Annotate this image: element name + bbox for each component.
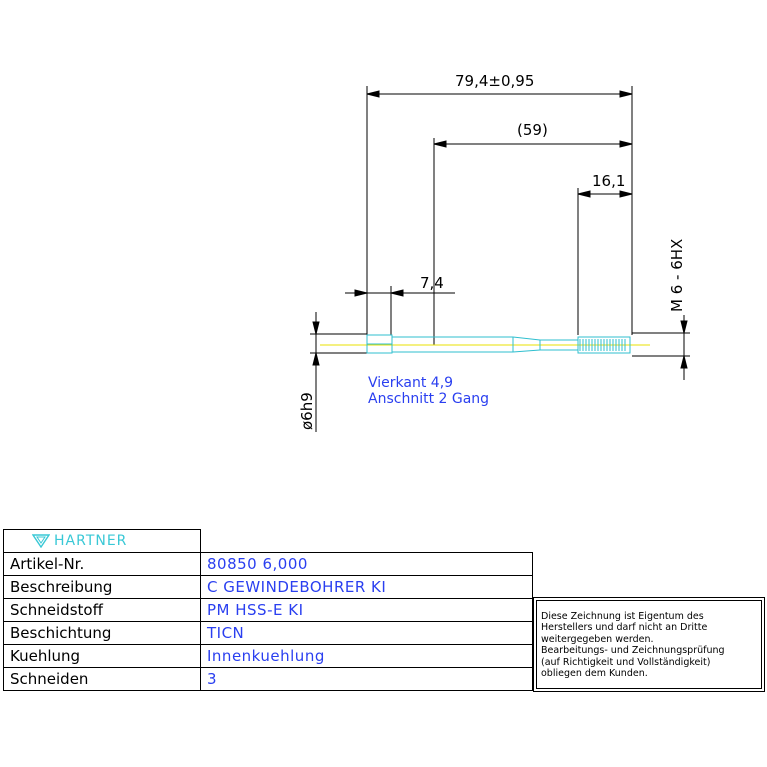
row-label: Beschichtung [3,621,201,645]
row-value: C GEWINDEBOHRER KI [200,575,533,599]
thread-spec-label: M 6 - 6HX [668,239,686,312]
dimension-square-label: 7,4 [420,274,444,292]
disclaimer-line: weitergegeben werden. [541,633,654,645]
row-value: PM HSS-E KI [200,598,533,622]
tap-body [320,334,650,354]
logo-row: HARTNER [3,529,533,553]
disclaimer-line: Diese Zeichnung ist Eigentum des [541,611,704,622]
brand-name: HARTNER [54,533,128,549]
row-value: TICN [200,621,533,645]
row-label: Schneiden [3,667,201,691]
table-row: Schneiden 3 [3,667,533,691]
table-row: Schneidstoff PM HSS-E KI [3,598,533,622]
row-value: 3 [200,667,533,691]
table-row: Beschichtung TICN [3,621,533,645]
row-label: Artikel-Nr. [3,552,201,576]
dimension-thread-length [577,188,633,335]
dimension-thread-label: 16,1 [592,172,625,190]
row-label: Kuehlung [3,644,201,668]
dimension-shank-length [433,138,633,345]
dimension-shank-diameter [310,312,367,432]
row-value: 80850 6,000 [200,552,533,576]
table-row: Beschreibung C GEWINDEBOHRER KI [3,575,533,599]
row-label: Beschreibung [3,575,201,599]
hartner-logo-icon [32,534,50,548]
thread-hatching [579,339,626,351]
dimension-shank-label: (59) [517,121,548,139]
disclaimer-line: Herstellers und darf nicht an Dritte [541,622,708,634]
logo-cell: HARTNER [3,529,201,553]
brand-logo: HARTNER [10,530,200,552]
title-block-table: HARTNER Artikel-Nr. 80850 6,000 Beschrei… [3,529,533,691]
dimension-thread-diameter [632,315,690,380]
table-row: Artikel-Nr. 80850 6,000 [3,552,533,576]
disclaimer-box: Diese Zeichnung ist Eigentum des Herstel… [533,597,765,692]
row-value: Innenkuehlung [200,644,533,668]
note-square: Vierkant 4,9 [368,375,453,391]
note-chamfer: Anschnitt 2 Gang [368,391,489,407]
logo-spacer [200,529,533,553]
dimension-overall-label: 79,4±0,95 [455,72,534,90]
disclaimer-line: obliegen dem Kunden. [541,668,648,680]
disclaimer-line: Bearbeitungs- und Zeichnungsprüfung [541,645,725,657]
dimension-overall-length [366,86,633,335]
disclaimer-line: (auf Richtigkeit und Vollständigkeit) [541,656,711,668]
table-row: Kuehlung Innenkuehlung [3,644,533,668]
row-label: Schneidstoff [3,598,201,622]
dimension-square-length [345,286,455,335]
shank-diameter-label: ø6h9 [298,392,316,430]
